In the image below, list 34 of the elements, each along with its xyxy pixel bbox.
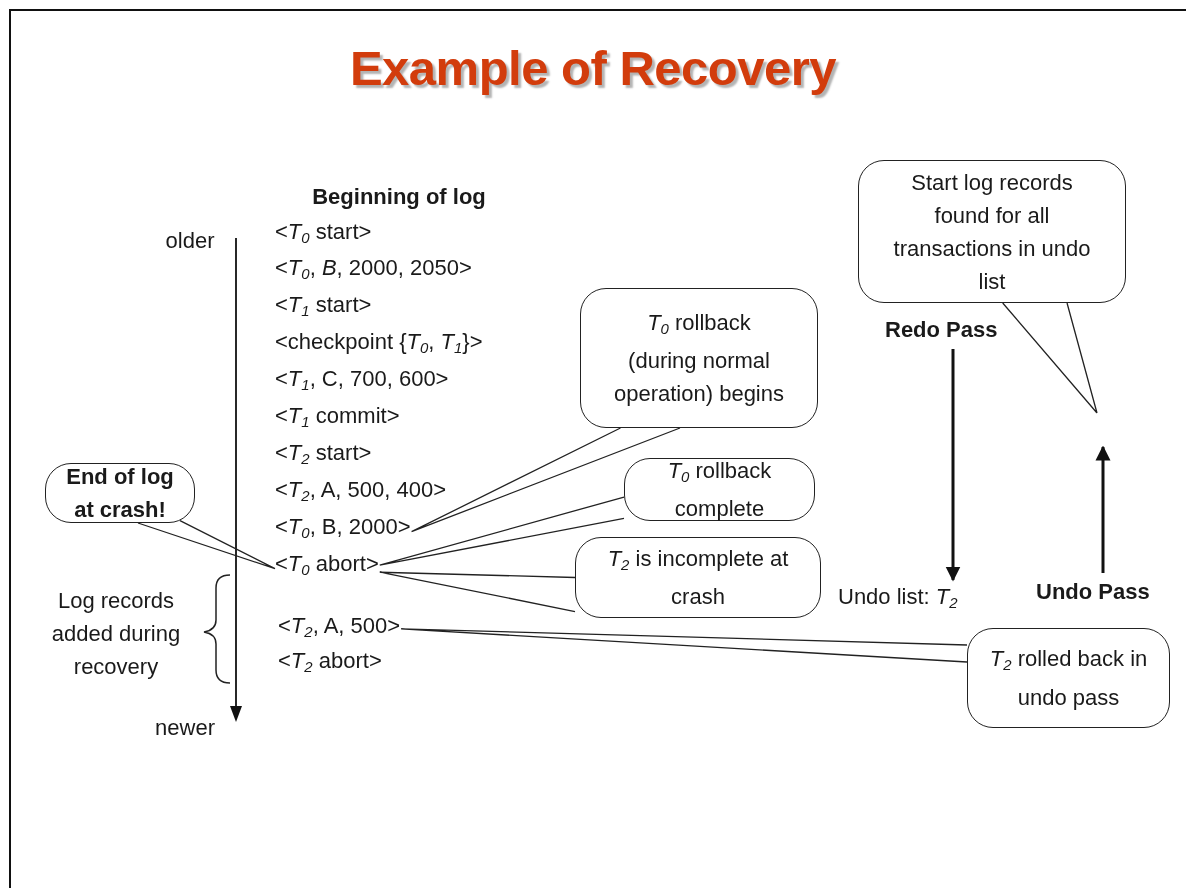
pass-label: Undo Pass xyxy=(1036,577,1150,607)
log-record: <T$_{1}$ commit> xyxy=(275,401,400,437)
axis-label: newer xyxy=(154,714,216,742)
log-record: <T$_{0}$ abort> xyxy=(275,549,379,585)
callout-tail xyxy=(1002,302,1098,414)
heading: Beginning of log xyxy=(311,183,487,211)
log-record: <T$_{2}$, A, 500, 400> xyxy=(275,475,447,511)
log-record: <T$_{0}$, B, 2000> xyxy=(275,512,411,548)
callout-tail xyxy=(379,571,576,613)
log-record: <T$_{1}$, C, 700, 600> xyxy=(275,364,449,400)
arrow xyxy=(1095,445,1111,573)
log-record: <T$_{2}$, A, 500> xyxy=(278,611,401,647)
callout-bubble: Start log records found for all transactions in undo list xyxy=(858,160,1126,303)
callout-tail xyxy=(410,427,681,533)
callout-tail xyxy=(379,496,625,566)
callout-bubble: T$_{2}$ is incomplete at crash xyxy=(575,537,821,618)
pass-label: Redo Pass xyxy=(885,315,998,345)
undo-list-text: Undo list: T$_{2}$ xyxy=(838,582,958,618)
log-record: <T$_{2}$ abort> xyxy=(278,646,382,682)
callout-bubble: T$_{0}$ rollback complete xyxy=(624,458,815,521)
callout-bubble: End of log at crash! xyxy=(45,463,195,523)
log-record: <T$_{0}$ start> xyxy=(275,217,372,253)
callout-tail xyxy=(400,628,968,663)
slide-title: Example of Recovery xyxy=(348,40,838,96)
callout-tail xyxy=(137,519,276,570)
brace-label: Log records added during recovery xyxy=(50,587,182,681)
callout-bubble: T$_{2}$ rolled back in undo pass xyxy=(967,628,1170,728)
axis-label: older xyxy=(164,227,216,255)
callout-bubble: T$_{0}$ rollback (during normal operation) begins xyxy=(580,288,818,428)
arrow xyxy=(945,349,961,582)
log-record: <T$_{1}$ start> xyxy=(275,290,372,326)
log-record: <checkpoint {T$_{0}$, T$_{1}$}> xyxy=(275,327,483,363)
log-record: <T$_{2}$ start> xyxy=(275,438,372,474)
log-record: <T$_{0}$, B, 2000, 2050> xyxy=(275,253,472,289)
